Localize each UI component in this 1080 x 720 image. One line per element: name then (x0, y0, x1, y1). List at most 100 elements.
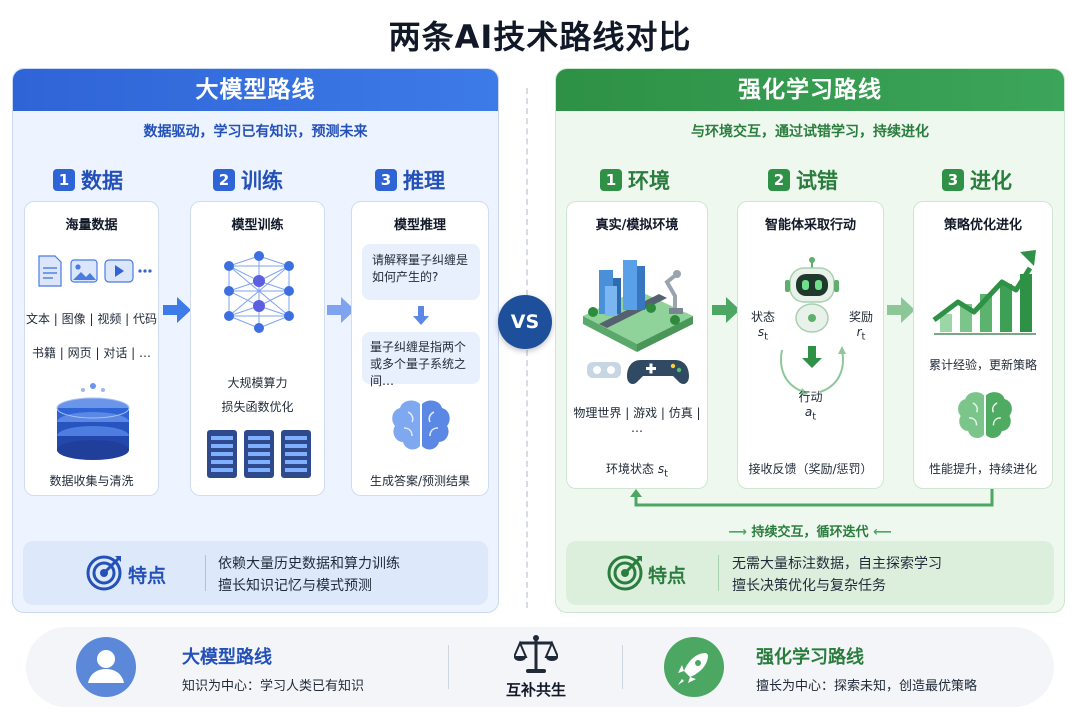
vs-badge: VS (498, 295, 552, 349)
city-scene-icon (583, 260, 693, 352)
rl-feature-box: 特点 无需大量标注数据，自主探索学习 擅长决策优化与复杂任务 (566, 541, 1054, 605)
rl-step-environment: 1 环境 (600, 165, 670, 195)
card-title: 智能体采取行动 (764, 218, 856, 233)
summary-bar: 大模型路线 知识为中心：学习人类已有知识 互补共生 强化学习路线 擅长为中心：探… (26, 627, 1054, 707)
growth-chart-icon (932, 250, 1036, 335)
rocket-icon (664, 637, 724, 697)
feature-divider (718, 555, 719, 591)
server-rack-icon (207, 430, 311, 478)
step-number: 3 (375, 169, 397, 191)
environment-types: 物理世界 | 游戏 | 仿真 | … (573, 406, 701, 435)
feature-line1: 无需大量标注数据，自主探索学习 (732, 556, 942, 572)
feedback-label: 接收反馈（奖励/惩罚） (748, 462, 873, 476)
generate-answer-label: 生成答案/预测结果 (369, 474, 471, 488)
environment-state-label: 环境状态 st (605, 462, 669, 480)
action-loop-icon (780, 346, 846, 396)
experience-label: 累计经验，更新策略 (928, 358, 1037, 372)
user-avatar-icon (76, 637, 136, 697)
card-title: 海量数据 (65, 218, 118, 233)
ellipsis-icon (138, 269, 152, 273)
flow-arrow-icon (163, 297, 191, 323)
step-label: 推理 (403, 169, 445, 193)
step-label: 环境 (628, 169, 670, 193)
media-icons (38, 255, 152, 287)
card-title: 策略优化进化 (943, 218, 1022, 233)
game-icons (587, 360, 689, 384)
balance-scale-icon (514, 635, 558, 673)
flow-arrow-icon (712, 297, 740, 323)
target-icon (86, 555, 122, 591)
feature-label: 特点 (128, 565, 167, 587)
llm-route-header: 大模型路线 (13, 69, 498, 111)
vr-glasses-icon (587, 362, 621, 378)
summary-llm-desc: 知识为中心：学习人类已有知识 (182, 679, 365, 694)
card-title: 模型推理 (393, 218, 446, 233)
video-icon (104, 259, 134, 283)
document-icon (38, 255, 62, 287)
performance-label: 性能提升，持续进化 (928, 462, 1037, 476)
feature-line1: 依赖大量历史数据和算力训练 (218, 556, 400, 572)
llm-step-inference: 3 推理 (375, 165, 445, 195)
loop-label: ⟶ 持续交互，循环迭代 ⟵ (728, 525, 892, 540)
llm-step-training: 2 训练 (213, 165, 283, 195)
feedback-loop-arrow (630, 489, 994, 507)
building-icon (599, 260, 645, 316)
summary-rl-desc: 擅长为中心：探索未知，创造最优策略 (756, 679, 978, 694)
image-icon (70, 259, 98, 283)
data-types-line1: 文本 | 图像 | 视频 | 代码 (25, 312, 158, 326)
page-title: 两条AI技术路线对比 (388, 18, 692, 56)
question-bubble: 请解释量子纠缠是如何产生的? (362, 244, 480, 300)
feature-line2: 擅长知识记忆与模式预测 (218, 578, 372, 594)
model-training-card: 模型训练 大规模算力 损失函数优化 (190, 201, 325, 496)
llm-feature-box: 特点 依赖大量历史数据和算力训练 擅长知识记忆与模式预测 (23, 541, 488, 605)
feature-label: 特点 (648, 565, 687, 587)
rl-route-panel: 强化学习路线 与环境交互，通过试错学习，持续进化 1 环境 2 试错 3 进化 … (555, 68, 1065, 613)
robot-arm-icon (664, 272, 679, 310)
target-icon (607, 555, 643, 591)
database-icon (56, 383, 130, 460)
summary-divider (622, 645, 623, 689)
action-label: 行动 at (798, 390, 823, 423)
data-types-line2: 书籍 | 网页 | 对话 | … (31, 346, 152, 360)
feature-divider (205, 555, 206, 591)
rl-step-trial: 2 试错 (768, 165, 838, 195)
step-number: 1 (53, 169, 75, 191)
loss-optimization-label: 损失函数优化 (221, 400, 294, 414)
card-title: 模型训练 (231, 218, 284, 233)
step-label: 试错 (796, 169, 838, 193)
data-cleaning-label: 数据收集与清洗 (49, 474, 134, 488)
gamepad-icon (627, 360, 689, 384)
step-number: 3 (942, 169, 964, 191)
compute-label: 大规模算力 (227, 376, 288, 390)
summary-divider (448, 645, 449, 689)
environment-card: 真实/模拟环境 (566, 201, 708, 489)
massive-data-card: 海量数据 文本 | 图像 | 视频 | 代码 (24, 201, 159, 496)
brain-icon (392, 400, 450, 450)
model-inference-card: 模型推理 请解释量子纠缠是如何产生的? 量子纠缠是指两个或多个量子系统之间… 生… (351, 201, 489, 496)
summary-center-label: 互补共生 (505, 681, 566, 699)
state-label: 状态 st (750, 310, 775, 343)
step-number: 2 (213, 169, 235, 191)
robot-icon (785, 257, 839, 333)
agent-action-card: 智能体采取行动 状态 st 奖励 rt (737, 201, 884, 489)
card-title: 真实/模拟环境 (595, 218, 679, 233)
llm-route-panel: 大模型路线 数据驱动，学习已有知识，预测未来 1 数据 2 训练 3 推理 海量… (12, 68, 499, 613)
flow-arrow-icon (327, 297, 355, 323)
step-label: 训练 (241, 169, 283, 193)
reward-label: 奖励 rt (848, 310, 873, 343)
step-label: 数据 (81, 169, 123, 193)
llm-route-subtitle: 数据驱动，学习已有知识，预测未来 (143, 124, 368, 140)
down-arrow-icon (413, 306, 429, 325)
brain-icon (958, 392, 1012, 438)
flow-arrow-icon (887, 297, 915, 323)
llm-step-data: 1 数据 (53, 165, 123, 195)
neural-network-icon (224, 251, 294, 333)
policy-evolution-card: 策略优化进化 累计经验，更新策略 性能提升，持续进化 (913, 201, 1053, 489)
summary-llm-title: 大模型路线 (182, 647, 272, 668)
step-number: 2 (768, 169, 790, 191)
rl-step-evolution: 3 进化 (942, 165, 1012, 195)
step-number: 1 (600, 169, 622, 191)
feature-line2: 擅长决策优化与复杂任务 (732, 578, 886, 594)
answer-bubble: 量子纠缠是指两个或多个量子系统之间… (362, 332, 480, 388)
summary-rl-title: 强化学习路线 (756, 647, 864, 668)
